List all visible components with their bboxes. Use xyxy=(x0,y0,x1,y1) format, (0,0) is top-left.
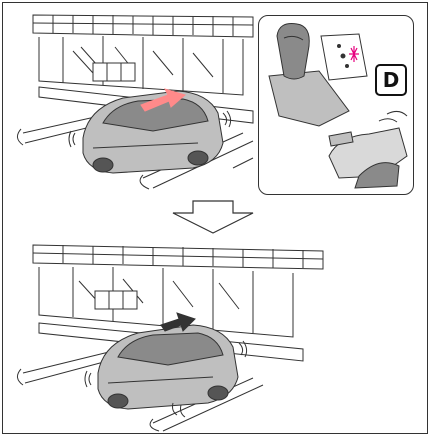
bottom-scene xyxy=(3,233,427,433)
top-scene: D xyxy=(3,3,427,198)
down-arrow-icon xyxy=(163,199,263,235)
shift-detail-drawing xyxy=(259,16,413,194)
gear-position-badge: D xyxy=(375,64,407,96)
shift-detail-inset: D xyxy=(258,15,414,195)
bottom-scene-drawing xyxy=(3,233,427,433)
illustration-frame: D xyxy=(2,2,428,434)
